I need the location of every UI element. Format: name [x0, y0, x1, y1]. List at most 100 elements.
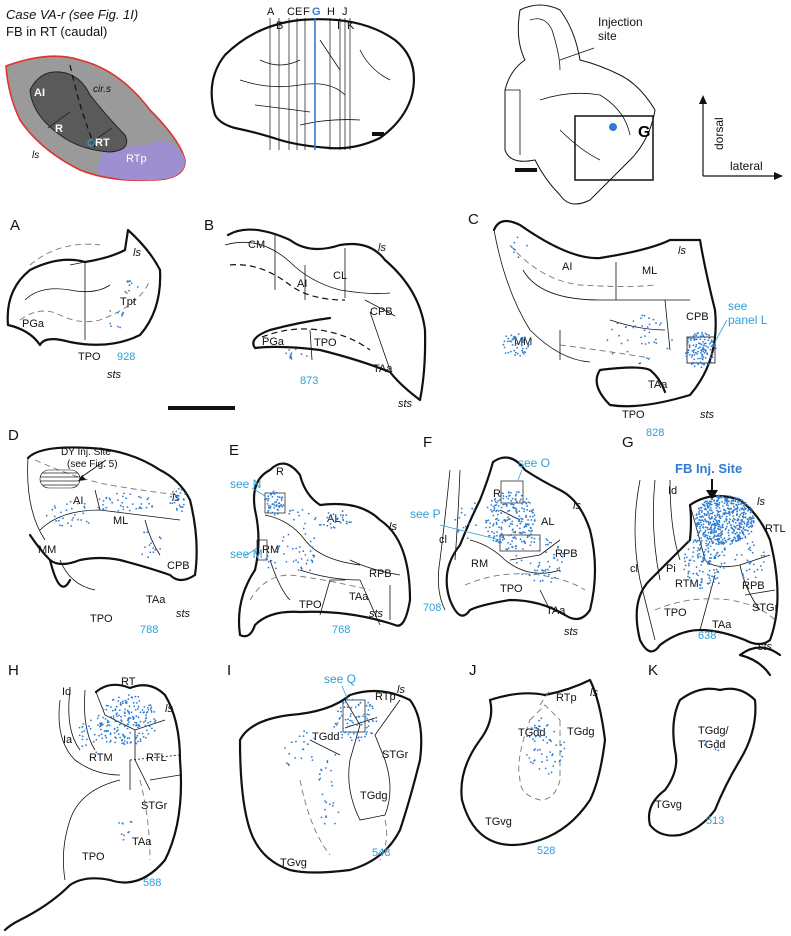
- labeled-cell: [518, 519, 521, 522]
- labeled-cell: [528, 529, 530, 532]
- labeled-cell: [115, 705, 118, 708]
- labeled-cell: [123, 492, 125, 495]
- labeled-cell: [759, 565, 762, 567]
- labeled-cell: [512, 528, 514, 531]
- label-rtp: RTp: [556, 692, 577, 704]
- labeled-cell: [700, 366, 703, 369]
- labeled-cell: [345, 522, 348, 525]
- label-rt: RT: [121, 676, 136, 688]
- labeled-cell: [107, 729, 110, 732]
- labeled-cell: [120, 833, 123, 835]
- labeled-cell: [558, 567, 561, 569]
- labeled-cell: [105, 708, 108, 711]
- labeled-cell: [522, 338, 524, 341]
- labeled-cell: [123, 736, 126, 739]
- labeled-cell: [715, 739, 718, 742]
- labeled-cell: [640, 342, 643, 345]
- labeled-cell: [176, 499, 179, 501]
- labeled-cell: [132, 724, 135, 726]
- labeled-cell: [518, 491, 520, 493]
- labeled-cell: [529, 761, 532, 763]
- labeled-cell: [724, 509, 727, 512]
- labeled-cell: [530, 519, 533, 521]
- labeled-cell: [346, 706, 349, 709]
- labeled-cell: [122, 733, 125, 736]
- labeled-cell: [514, 249, 516, 251]
- labeled-cell: [347, 733, 350, 736]
- label-r: R: [276, 466, 284, 478]
- labeled-cell: [505, 495, 508, 498]
- labeled-cell: [523, 508, 526, 510]
- labeled-cell: [695, 345, 697, 348]
- labeled-cell: [333, 725, 336, 728]
- sulcus-ls: ls: [32, 150, 39, 161]
- labeled-cell: [98, 498, 101, 501]
- label-cl: CL: [333, 270, 347, 282]
- labeled-cell: [701, 587, 704, 589]
- labeled-cell: [351, 720, 353, 722]
- labeled-cell: [703, 352, 706, 354]
- labeled-cell: [750, 510, 753, 513]
- labeled-cell: [336, 722, 339, 724]
- labeled-cell: [149, 708, 152, 710]
- labeled-cell: [714, 344, 717, 347]
- labeled-cell: [108, 497, 111, 500]
- labeled-cell: [304, 554, 307, 556]
- label-taa: TAa: [712, 619, 732, 631]
- labeled-cell: [266, 558, 268, 560]
- labeled-cell: [740, 507, 743, 510]
- labeled-cell: [699, 569, 701, 572]
- labeled-cell: [70, 507, 73, 510]
- labeled-cell: [147, 721, 150, 724]
- sulcus-cirs: cir.s: [93, 84, 111, 95]
- labeled-cell: [305, 562, 308, 565]
- labeled-cell: [713, 500, 716, 502]
- labeled-cell: [350, 706, 353, 709]
- labeled-cell: [125, 497, 127, 500]
- label-tpt: Tpt: [120, 296, 136, 308]
- labeled-cell: [309, 550, 312, 552]
- labeled-cell: [139, 738, 142, 741]
- labeled-cell: [508, 491, 510, 493]
- labeled-cell: [331, 804, 334, 807]
- labeled-cell: [702, 558, 705, 560]
- labeled-cell: [648, 323, 651, 326]
- labeled-cell: [303, 730, 306, 733]
- labeled-cell: [563, 747, 566, 750]
- labeled-cell: [711, 542, 714, 545]
- labeled-cell: [148, 544, 151, 546]
- labeled-cell: [100, 724, 102, 727]
- labeled-cell: [178, 504, 181, 507]
- labeled-cell: [699, 543, 701, 546]
- labeled-cell: [503, 346, 506, 349]
- labeled-cell: [747, 578, 749, 581]
- labeled-cell: [340, 710, 342, 713]
- labeled-cell: [496, 517, 498, 520]
- labeled-cell: [310, 756, 313, 758]
- labeled-cell: [722, 513, 725, 515]
- labeled-cell: [558, 760, 561, 763]
- labeled-cell: [122, 506, 125, 508]
- labeled-cell: [727, 529, 730, 532]
- labeled-cell: [715, 568, 718, 571]
- labeled-cell: [691, 350, 694, 352]
- labeled-cell: [538, 549, 540, 552]
- labeled-cell: [126, 281, 129, 283]
- labeled-cell: [748, 568, 751, 571]
- labeled-cell: [708, 574, 711, 577]
- labeled-cell: [731, 527, 733, 529]
- labeled-cell: [102, 508, 105, 510]
- labeled-cell: [717, 534, 719, 537]
- labeled-cell: [520, 494, 523, 497]
- labeled-cell: [304, 533, 307, 535]
- labeled-cell: [292, 509, 294, 512]
- labeled-cell: [725, 498, 728, 500]
- labeled-cell: [82, 512, 85, 515]
- labeled-cell: [695, 361, 698, 364]
- labeled-cell: [137, 724, 139, 727]
- labeled-cell: [143, 531, 146, 534]
- labeled-cell: [692, 546, 695, 549]
- labeled-cell: [57, 519, 60, 522]
- labeled-cell: [708, 541, 711, 544]
- labeled-cell: [697, 336, 700, 339]
